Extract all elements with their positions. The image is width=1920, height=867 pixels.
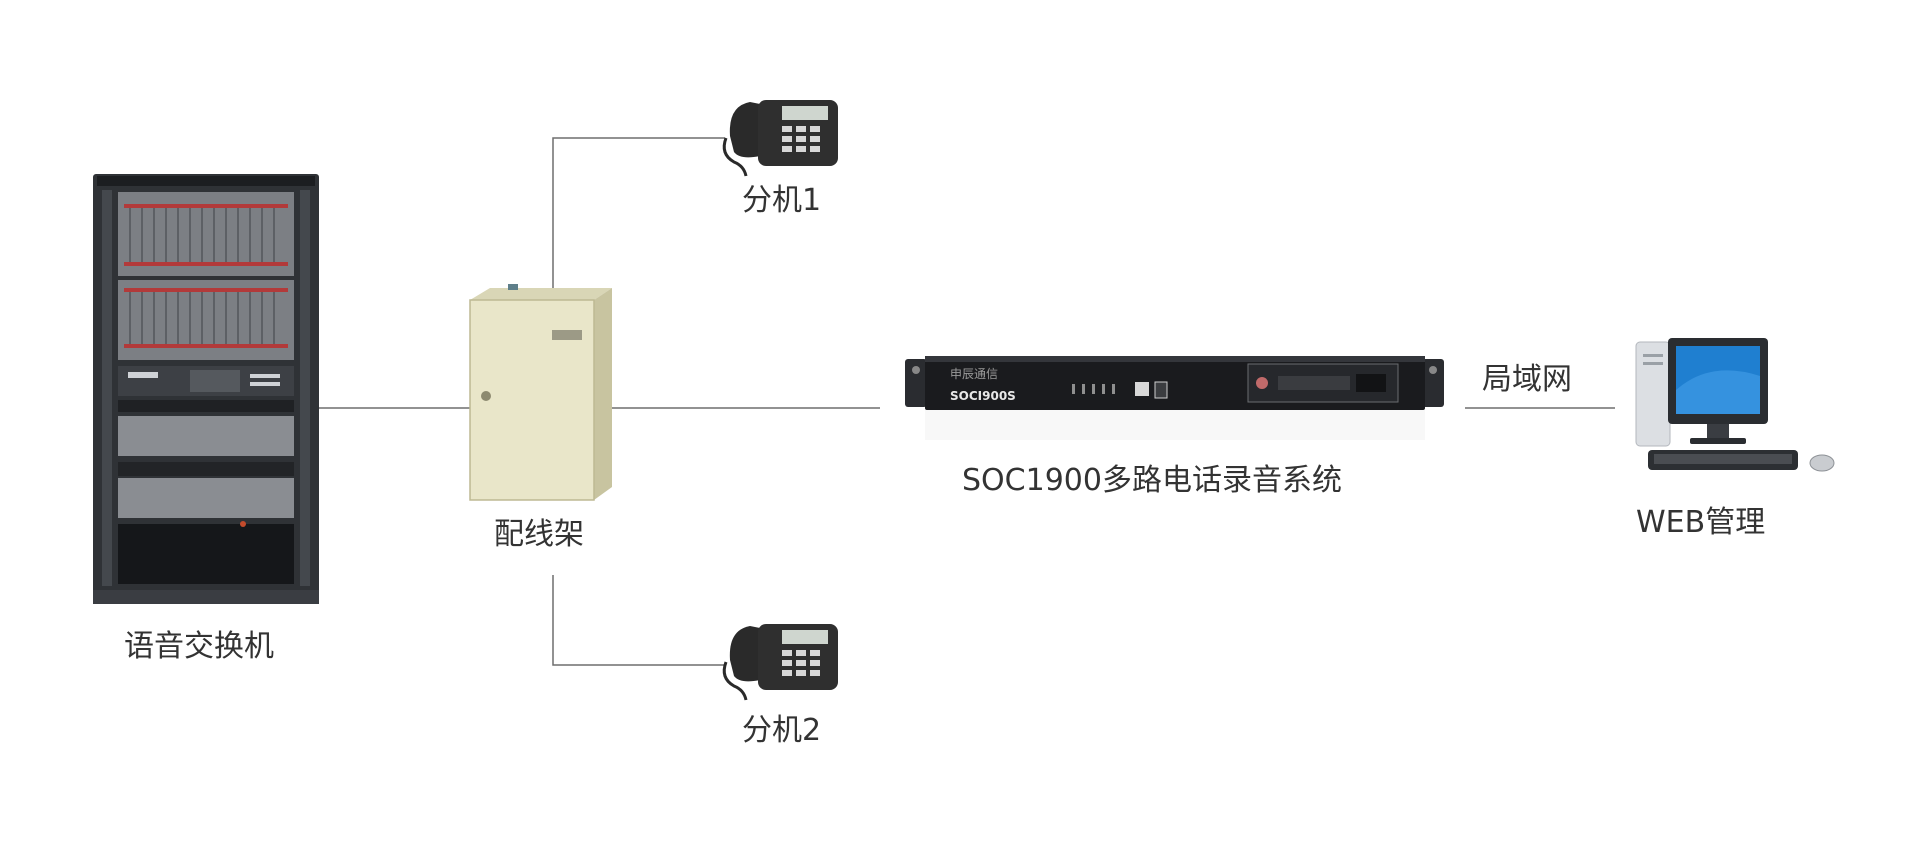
- link-frame-to-extension-1: [552, 137, 725, 290]
- link-frame-to-extension-2: [552, 575, 725, 666]
- desktop-computer-icon: [1635, 338, 1835, 472]
- label-recorder: SOC1900多路电话录音系统: [962, 463, 1342, 498]
- label-extension-2: 分机2: [742, 713, 822, 748]
- server-rack-icon: [93, 174, 319, 604]
- label-web-management: WEB管理: [1636, 505, 1766, 540]
- rack-recorder-icon: 申辰通信 SOCI900S: [905, 356, 1444, 440]
- label-distribution-frame: 配线架: [494, 517, 584, 552]
- label-extension-1: 分机1: [742, 183, 822, 218]
- label-lan: 局域网: [1482, 362, 1572, 397]
- svg-text:申辰通信: 申辰通信: [950, 367, 998, 381]
- desk-phone-icon: [722, 624, 838, 701]
- recorder-model-text: SOCI900S: [950, 389, 1016, 403]
- desk-phone-icon: [722, 100, 838, 177]
- label-voice-switch: 语音交换机: [124, 629, 274, 664]
- distribution-cabinet-icon: [469, 284, 612, 501]
- connection-lines: [316, 137, 1615, 666]
